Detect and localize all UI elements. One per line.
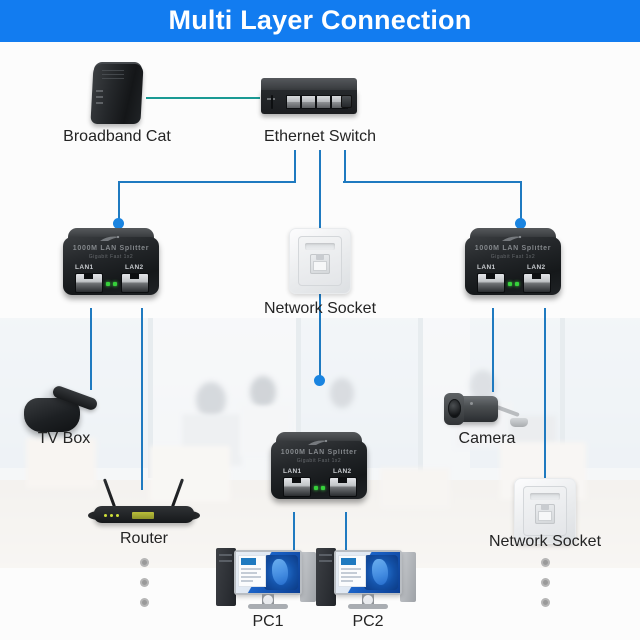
splitter-right-led2 [515, 282, 519, 286]
link-bus-left [118, 181, 296, 183]
device-splitter-right[interactable]: 1000M LAN Splitter Gigabit Fast 1x2 LAN1… [465, 228, 561, 298]
label-pc1: PC1 [252, 613, 284, 630]
link-switch-stub-right [344, 150, 346, 182]
endpoint-dot-splitter-center [314, 375, 325, 386]
splitter-sub-left: Gigabit Fast 1x2 [88, 254, 134, 260]
link-bus-right [343, 181, 521, 183]
device-network-socket-bottom[interactable] [514, 478, 576, 544]
label-camera: Camera [458, 430, 516, 447]
label-network-socket-bottom: Network Socket [488, 533, 602, 550]
device-splitter-center[interactable]: 1000M LAN Splitter Gigabit Fast 1x2 LAN1… [271, 432, 367, 502]
link-modem-to-switch [146, 97, 260, 99]
splitter-brand-center: 1000M LAN Splitter [280, 449, 358, 456]
link-splitter-center-to-pc1 [293, 512, 295, 550]
network-socket-top-jack[interactable] [310, 254, 330, 274]
label-broadband-cat: Broadband Cat [63, 128, 171, 145]
splitter-center-jack1[interactable] [283, 477, 311, 497]
splitter-logo-icon [100, 235, 120, 241]
device-router[interactable] [88, 478, 200, 526]
link-drop-splitter-left [118, 181, 120, 223]
splitter-right-jack1[interactable] [477, 273, 505, 293]
link-switch-stub-left [294, 150, 296, 182]
splitter-left-jack1[interactable] [75, 273, 103, 293]
splitter-logo-icon [502, 235, 522, 241]
splitter-brand-left: 1000M LAN Splitter [72, 245, 150, 252]
network-socket-bottom-jack[interactable] [535, 504, 555, 524]
splitter-sub-right: Gigabit Fast 1x2 [490, 254, 536, 260]
label-ethernet-switch: Ethernet Switch [263, 128, 377, 145]
device-pc2[interactable] [316, 546, 420, 618]
splitter-center-led1 [314, 486, 318, 490]
splitter-right-port1-label: LAN1 [477, 264, 496, 271]
splitter-logo-icon [308, 439, 328, 445]
endpoint-dot-splitter-right [515, 218, 526, 229]
device-tv-box[interactable] [22, 384, 100, 436]
device-pc1[interactable] [216, 546, 320, 618]
splitter-sub-center: Gigabit Fast 1x2 [296, 458, 342, 464]
label-network-socket-top: Network Socket [263, 300, 377, 317]
device-camera[interactable] [444, 388, 528, 438]
splitter-center-led2 [321, 486, 325, 490]
link-splitter-right-to-camera [492, 308, 494, 392]
link-splitter-left-to-tvbox [90, 308, 92, 390]
label-tv-box: TV Box [37, 430, 91, 447]
label-router: Router [119, 530, 169, 547]
device-ethernet-switch[interactable] [261, 78, 357, 118]
splitter-brand-right: 1000M LAN Splitter [474, 245, 552, 252]
splitter-left-led1 [106, 282, 110, 286]
splitter-left-jack2[interactable] [121, 273, 149, 293]
splitter-right-led1 [508, 282, 512, 286]
link-splitter-right-to-socket [544, 308, 546, 478]
splitter-left-port2-label: LAN2 [125, 264, 144, 271]
page-title: Multi Layer Connection [168, 5, 472, 35]
device-broadband-cat[interactable] [86, 60, 148, 126]
splitter-center-port2-label: LAN2 [333, 468, 352, 475]
splitter-center-jack2[interactable] [329, 477, 357, 497]
link-splitter-center-to-pc2 [345, 512, 347, 550]
splitter-right-jack2[interactable] [523, 273, 551, 293]
splitter-left-led2 [113, 282, 117, 286]
device-network-socket-top[interactable] [289, 228, 351, 294]
endpoint-dot-splitter-left [113, 218, 124, 229]
link-splitter-left-to-router [141, 308, 143, 490]
device-splitter-left[interactable]: 1000M LAN Splitter Gigabit Fast 1x2 LAN1… [63, 228, 159, 298]
splitter-right-port2-label: LAN2 [527, 264, 546, 271]
label-pc2: PC2 [352, 613, 384, 630]
link-drop-splitter-right [520, 181, 522, 223]
splitter-left-port1-label: LAN1 [75, 264, 94, 271]
title-banner: Multi Layer Connection [0, 0, 640, 42]
splitter-center-port1-label: LAN1 [283, 468, 302, 475]
